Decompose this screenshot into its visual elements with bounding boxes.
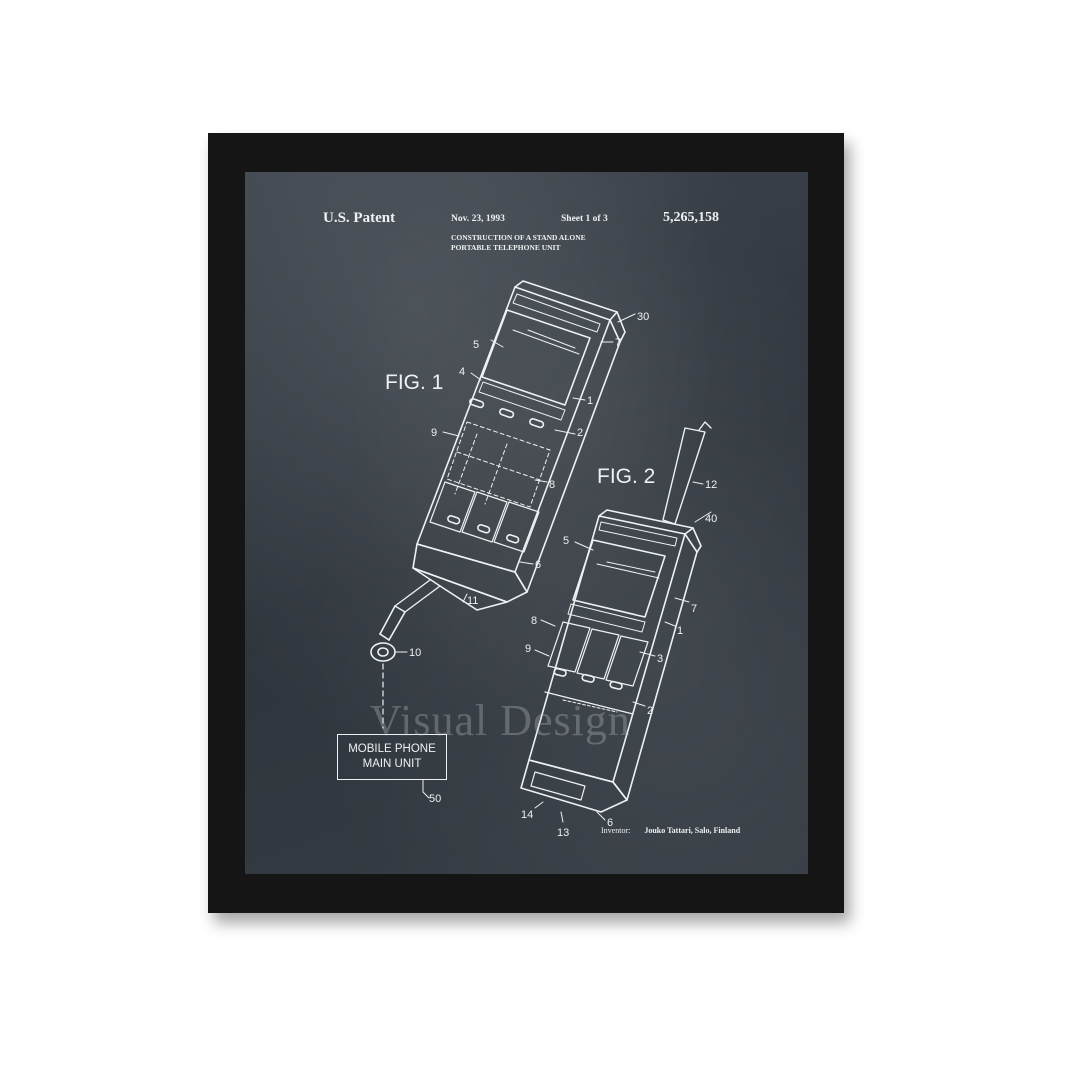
- watermark-text: Visual Design: [370, 696, 631, 745]
- unit-box-line2: MAIN UNIT: [362, 758, 422, 770]
- ref-fig1-5: 5: [473, 339, 479, 351]
- ref-fig1-2: 2: [577, 427, 583, 439]
- ref-fig1-7: 7: [615, 337, 621, 349]
- ref-fig1-9: 9: [431, 427, 437, 439]
- ref-fig2-14: 14: [521, 809, 533, 821]
- sheet-number: Sheet 1 of 3: [561, 214, 608, 224]
- fig1-leader-lines: [394, 313, 636, 799]
- ref-fig2-12: 12: [705, 479, 717, 491]
- inventor-name: Jouko Tattari, Salo, Finland: [644, 826, 741, 835]
- fig2-leader-lines: [534, 481, 712, 823]
- ref-fig1-10: 10: [409, 647, 421, 659]
- ref-fig2-6: 6: [607, 817, 613, 829]
- patent-drawing: 30 5 7 4 1 2 9 8 6 11 10 50 12 40 5 7 1 …: [370, 280, 717, 839]
- fig2-reference-numerals: 12 40 5 7 1 8 9 3 2 14 13 6: [521, 479, 717, 839]
- fig1-handset-drawing: [370, 280, 626, 729]
- inventor-label: Inventor:: [601, 826, 631, 835]
- ref-fig2-7: 7: [691, 603, 697, 615]
- patent-number: 5,265,158: [663, 210, 719, 225]
- ref-fig1-30: 30: [637, 311, 649, 323]
- fig2-label: FIG. 2: [597, 465, 656, 488]
- ref-fig2-5: 5: [563, 535, 569, 547]
- ref-fig2-40: 40: [705, 513, 717, 525]
- ref-fig1-11: 11: [467, 595, 478, 607]
- ref-fig2-1: 1: [677, 625, 683, 637]
- patent-title-line2: PORTABLE TELEPHONE UNIT: [451, 243, 561, 252]
- patent-title: CONSTRUCTION OF A STAND ALONE PORTABLE T…: [451, 233, 586, 253]
- patent-title-line1: CONSTRUCTION OF A STAND ALONE: [451, 233, 586, 242]
- ref-fig1-6: 6: [535, 559, 541, 571]
- ref-fig2-2: 2: [647, 705, 653, 717]
- fig2-handset-drawing: [520, 421, 712, 813]
- unit-box-line1: MOBILE PHONE: [348, 743, 436, 755]
- patent-label: U.S. Patent: [323, 210, 396, 226]
- ref-fig1-1: 1: [587, 395, 593, 407]
- ref-fig2-9: 9: [525, 643, 531, 655]
- ref-fig1-4: 4: [459, 366, 465, 378]
- inventor-credit: Inventor: Jouko Tattari, Salo, Finland: [601, 826, 740, 835]
- ref-fig2-3: 3: [657, 653, 663, 665]
- mobile-phone-main-unit-box: MOBILE PHONE MAIN UNIT: [337, 734, 447, 780]
- ref-fig1-8: 8: [549, 479, 555, 491]
- patent-date: Nov. 23, 1993: [451, 214, 505, 224]
- ref-fig1-50: 50: [429, 793, 441, 805]
- fig1-label: FIG. 1: [385, 371, 444, 394]
- ref-fig2-13: 13: [557, 827, 569, 839]
- fig1-reference-numerals: 30 5 7 4 1 2 9 8 6 11 10 50: [409, 311, 649, 805]
- ref-fig2-8: 8: [531, 615, 537, 627]
- chalkboard-print: U.S. Patent Nov. 23, 1993 Sheet 1 of 3 5…: [245, 172, 808, 874]
